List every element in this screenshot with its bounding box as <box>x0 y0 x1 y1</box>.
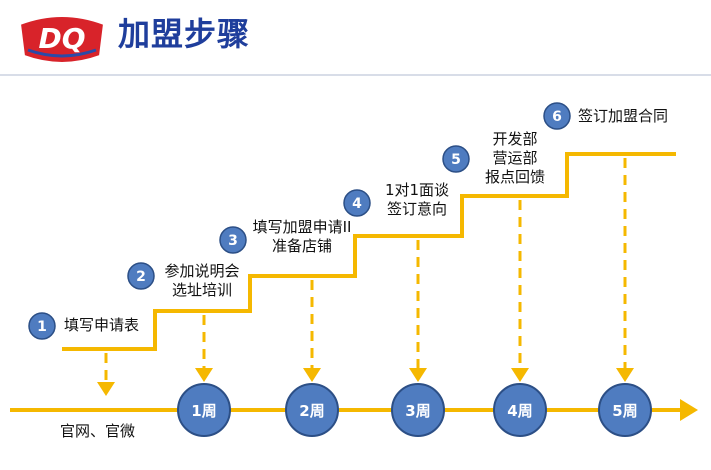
header-divider <box>0 74 711 76</box>
connector-arrowheads <box>97 368 634 396</box>
svg-text:6: 6 <box>552 109 562 125</box>
week-label-3: 3周 <box>405 402 430 420</box>
step-badge-3: 3 <box>219 226 247 254</box>
week-label-1: 1周 <box>191 402 216 420</box>
step-label-1: 填写申请表 <box>64 316 140 334</box>
week-label-4: 4周 <box>507 402 532 420</box>
week-circle-3: 3周 <box>391 383 445 437</box>
step-label-2: 参加说明会 选址培训 <box>164 262 240 299</box>
svg-text:4: 4 <box>352 196 362 212</box>
step-label-6: 签订加盟合同 <box>578 107 669 125</box>
timeline-arrow-head <box>680 399 698 421</box>
step-label-4: 1对1面谈 签订意向 <box>384 181 450 218</box>
dq-logo: DQ <box>18 15 106 64</box>
step-label-5: 开发部 营运部 报点回馈 <box>484 130 545 186</box>
week-label-2: 2周 <box>299 402 324 420</box>
step-label-3: 填写加盟申请II 准备店铺 <box>252 218 352 255</box>
staircase-line <box>62 152 676 351</box>
week-circle-5: 5周 <box>598 383 652 437</box>
timeline-start-label: 官网、官微 <box>60 422 136 440</box>
svg-text:2: 2 <box>136 269 146 285</box>
week-circle-4: 4周 <box>493 383 547 437</box>
step-badge-6: 6 <box>543 102 571 130</box>
svg-text:3: 3 <box>228 233 238 249</box>
step-badge-2: 2 <box>127 262 155 290</box>
week-label-5: 5周 <box>612 402 637 420</box>
step-badge-1: 1 <box>28 312 56 340</box>
svg-text:1: 1 <box>37 319 47 335</box>
svg-text:5: 5 <box>451 152 461 168</box>
week-circle-1: 1周 <box>177 383 231 437</box>
step-badge-5: 5 <box>442 145 470 173</box>
week-circle-2: 2周 <box>285 383 339 437</box>
step-badge-4: 4 <box>343 189 371 217</box>
dq-logo-text: DQ <box>38 22 85 55</box>
page-title: 加盟步骤 <box>118 15 251 53</box>
dashed-connectors <box>104 158 627 384</box>
